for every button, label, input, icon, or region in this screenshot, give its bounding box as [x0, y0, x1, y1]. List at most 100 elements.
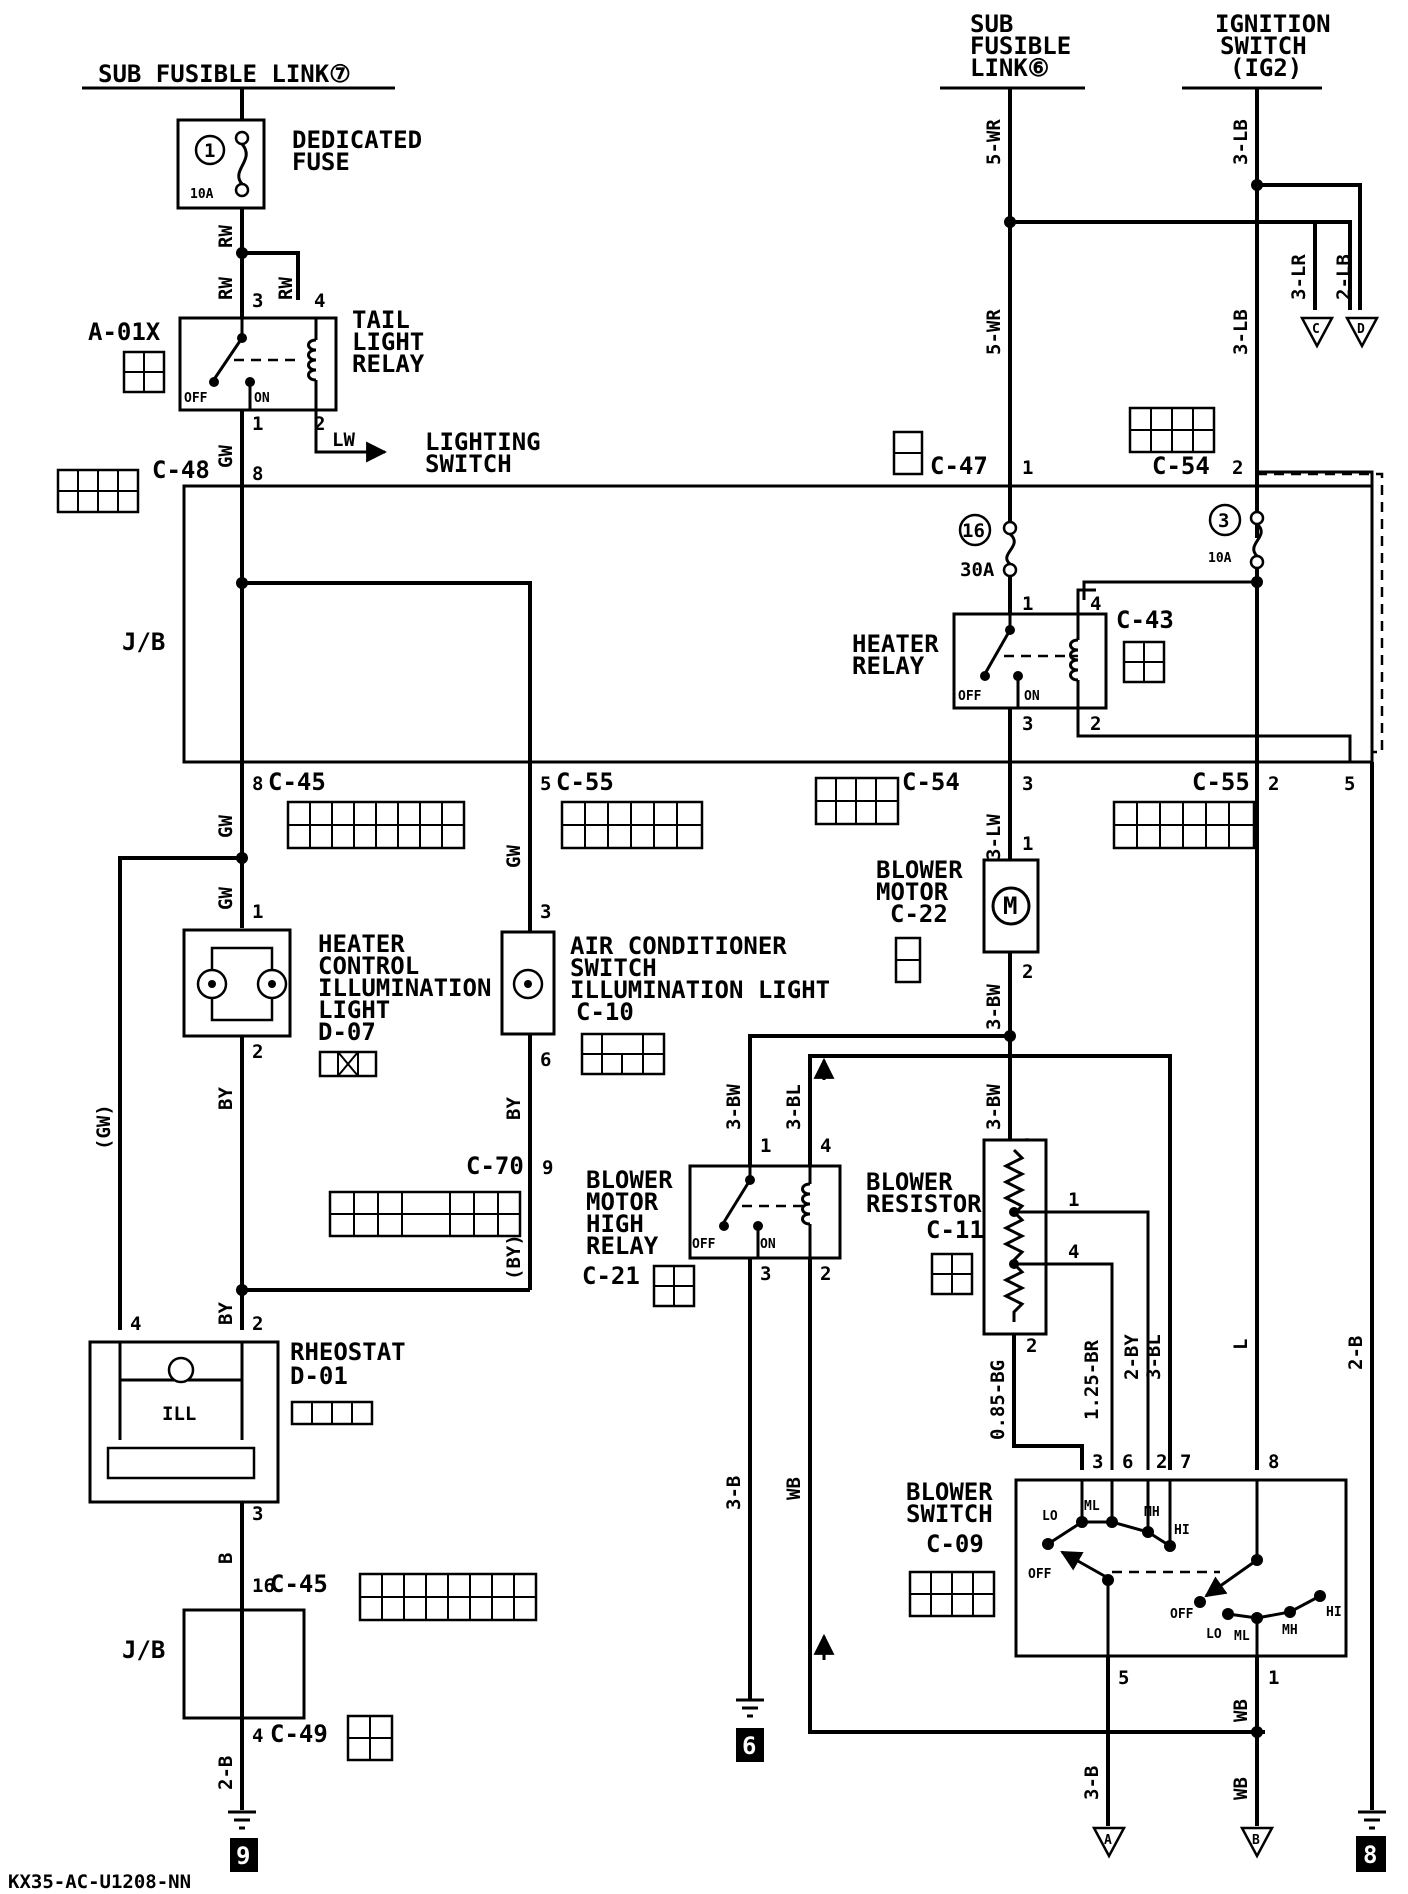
svg-text:3-LB: 3-LB — [1230, 119, 1252, 165]
svg-text:C-54: C-54 — [902, 768, 960, 796]
offpage-b: B — [1239, 1826, 1275, 1859]
svg-text:C-70: C-70 — [466, 1152, 524, 1180]
svg-text:LO: LO — [1042, 1509, 1058, 1524]
svg-text:LIGHTING: LIGHTING — [425, 428, 541, 456]
svg-text:HEATER: HEATER — [852, 630, 939, 658]
svg-text:LINK⑥: LINK⑥ — [970, 54, 1049, 82]
svg-text:ON: ON — [1024, 689, 1040, 704]
svg-text:C-43: C-43 — [1116, 606, 1174, 634]
svg-text:0.85-BG: 0.85-BG — [987, 1360, 1009, 1440]
heater-relay: 1 4 3 2 OFF ON HEATER RELAY C-43 — [852, 588, 1174, 735]
sub-fusible-link-6: SUB FUSIBLE LINK⑥ — [940, 10, 1085, 90]
svg-text:2: 2 — [1026, 1335, 1037, 1357]
svg-text:C-55: C-55 — [1192, 768, 1250, 796]
connector-icon-c45-a — [286, 800, 466, 850]
svg-text:(GW): (GW) — [93, 1104, 115, 1150]
svg-text:BLOWER: BLOWER — [866, 1168, 953, 1196]
svg-text:C-47: C-47 — [930, 452, 988, 480]
svg-text:BY: BY — [503, 1097, 525, 1120]
svg-text:J/B: J/B — [122, 1636, 165, 1664]
svg-text:4: 4 — [252, 1725, 263, 1747]
ground-9: 9 — [228, 1810, 258, 1872]
connector-icon-c09 — [908, 1570, 996, 1618]
svg-text:5: 5 — [540, 773, 551, 795]
svg-text:ML: ML — [1084, 1499, 1100, 1514]
svg-text:HI: HI — [1174, 1523, 1190, 1538]
svg-text:3: 3 — [540, 901, 551, 923]
svg-text:RW: RW — [215, 277, 237, 300]
connector-icon-c43 — [1122, 640, 1166, 684]
svg-text:BY: BY — [215, 1302, 237, 1325]
svg-text:B: B — [215, 1553, 237, 1564]
svg-text:GW: GW — [503, 845, 525, 868]
svg-text:SWITCH: SWITCH — [425, 450, 512, 478]
svg-text:6: 6 — [742, 1732, 756, 1760]
svg-text:9: 9 — [236, 1842, 250, 1870]
svg-text:BLOWER: BLOWER — [906, 1478, 993, 1506]
svg-text:B: B — [1252, 1833, 1260, 1848]
svg-text:7: 7 — [1180, 1451, 1191, 1473]
fuse-16: 16 30A — [958, 513, 1018, 581]
svg-text:2: 2 — [314, 413, 325, 435]
svg-text:GW: GW — [215, 815, 237, 838]
svg-text:C-55: C-55 — [556, 768, 614, 796]
svg-text:C-09: C-09 — [926, 1530, 984, 1558]
dedicated-fuse: 1 10A DEDICATED FUSE — [176, 118, 422, 210]
svg-text:3-B: 3-B — [1081, 1766, 1103, 1800]
svg-text:3: 3 — [252, 290, 263, 312]
svg-text:(IG2): (IG2) — [1230, 54, 1302, 82]
svg-text:4: 4 — [314, 290, 325, 312]
svg-text:AIR CONDITIONER: AIR CONDITIONER — [570, 932, 787, 960]
svg-text:9: 9 — [542, 1157, 553, 1179]
tail-light-relay: 3 4 1 2 OFF ON A-01X TAIL LIGHT RELAY — [88, 290, 425, 435]
svg-text:WB: WB — [1230, 1699, 1252, 1722]
blower-switch: LO ML MH HI OFF OFF LO ML MH HI BLOWER S… — [906, 1478, 1348, 1658]
svg-text:C-49: C-49 — [270, 1720, 328, 1748]
connector-icon-c21 — [652, 1264, 696, 1308]
svg-text:2: 2 — [820, 1263, 831, 1285]
svg-text:RELAY: RELAY — [352, 350, 425, 378]
svg-text:WB: WB — [783, 1477, 805, 1500]
svg-text:GW: GW — [215, 445, 237, 468]
svg-text:RW: RW — [275, 277, 297, 300]
svg-text:1: 1 — [1022, 833, 1033, 855]
svg-text:1: 1 — [1068, 1189, 1079, 1211]
svg-text:30A: 30A — [960, 559, 995, 581]
svg-text:DEDICATED: DEDICATED — [292, 126, 422, 154]
svg-text:10A: 10A — [190, 187, 214, 202]
svg-text:8: 8 — [252, 463, 263, 485]
svg-text:2: 2 — [1232, 457, 1243, 479]
svg-text:HI: HI — [1326, 1605, 1342, 1620]
svg-text:C-10: C-10 — [576, 998, 634, 1026]
svg-text:C-54: C-54 — [1152, 452, 1210, 480]
svg-text:OFF: OFF — [184, 391, 208, 406]
svg-text:C: C — [1312, 322, 1320, 337]
blower-motor: M BLOWER MOTOR C-22 — [876, 856, 1040, 984]
svg-text:2: 2 — [252, 1041, 263, 1063]
offpage-a: A — [1091, 1826, 1127, 1859]
svg-text:OFF: OFF — [1028, 1567, 1052, 1582]
svg-text:A: A — [1104, 1833, 1112, 1848]
heater-control-illumination-light: HEATER CONTROL ILLUMINATION LIGHT D-07 — [182, 928, 491, 1078]
svg-text:FUSE: FUSE — [292, 148, 350, 176]
svg-text:ON: ON — [760, 1237, 776, 1252]
svg-text:2-LB: 2-LB — [1333, 254, 1355, 300]
svg-text:RHEOSTAT: RHEOSTAT — [290, 1338, 406, 1366]
svg-text:A-01X: A-01X — [88, 318, 161, 346]
connector-icon-c49 — [346, 1714, 394, 1762]
svg-text:SWITCH: SWITCH — [570, 954, 657, 982]
svg-text:C-21: C-21 — [582, 1262, 640, 1290]
svg-text:16: 16 — [962, 520, 985, 542]
rheostat: ILL RHEOSTAT D-01 — [88, 1338, 406, 1504]
svg-text:SWITCH: SWITCH — [1220, 32, 1307, 60]
ground-6: 6 — [736, 1698, 764, 1762]
svg-text:4: 4 — [1090, 593, 1101, 615]
connector-icon-c54-mid — [814, 776, 900, 826]
svg-text:SUB FUSIBLE LINK⑦: SUB FUSIBLE LINK⑦ — [98, 60, 351, 88]
connector-icon-c54-top — [1128, 406, 1216, 454]
svg-text:10A: 10A — [1208, 551, 1232, 566]
connector-icon-c48 — [56, 468, 140, 514]
svg-text:3: 3 — [1022, 773, 1033, 795]
svg-text:MH: MH — [1282, 1623, 1298, 1638]
connector-icon-c55-a — [560, 800, 704, 850]
